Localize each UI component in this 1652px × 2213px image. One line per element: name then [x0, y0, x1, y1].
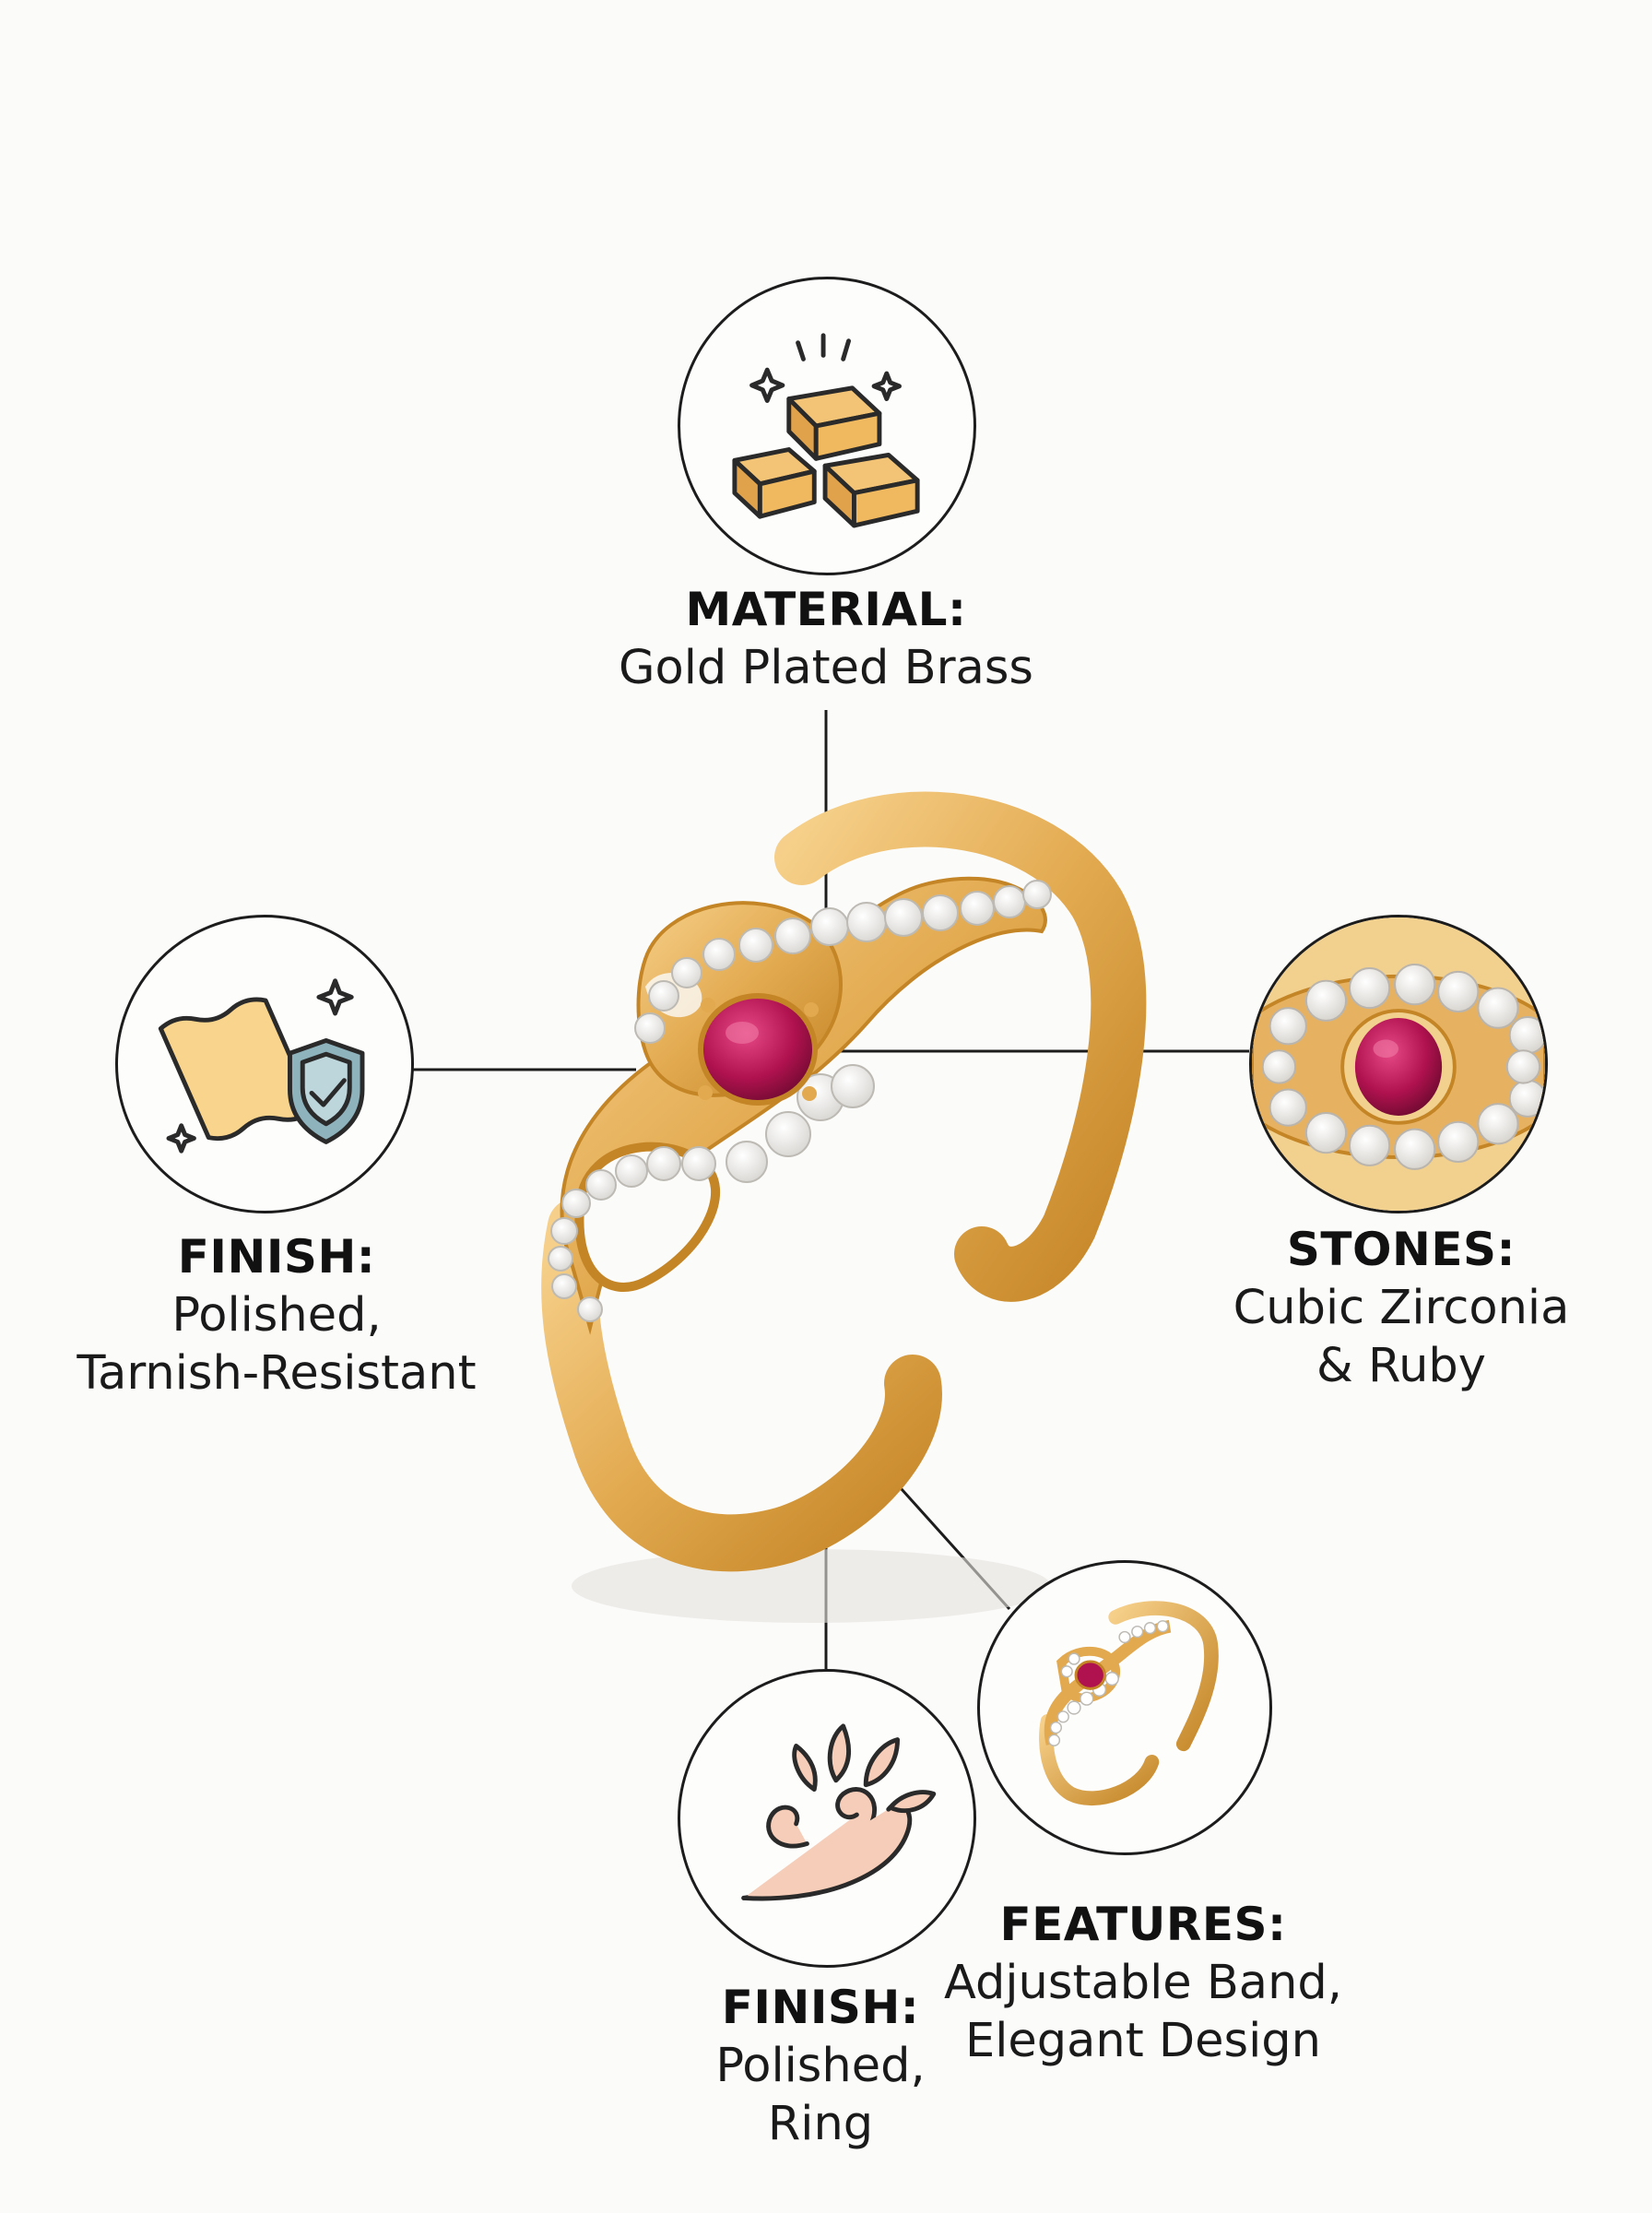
finish-left-line-2: Tarnish-Resistant	[77, 1346, 477, 1402]
features-icon-circle	[977, 1560, 1272, 1855]
polish-cloth-shield-icon	[158, 978, 365, 1154]
material-value: Gold Plated Brass	[619, 640, 1033, 695]
features-line-2: Elegant Design	[964, 2014, 1321, 2069]
material-heading: MATERIAL:	[685, 583, 967, 636]
finish-bottom-line-2: Ring	[767, 2097, 874, 2152]
finish-bottom-line-1: Polished,	[715, 2038, 926, 2093]
finish-left-label: FINISH: Polished, Tarnish-Resistant	[18, 1228, 535, 1403]
finish-bottom-heading: FINISH:	[721, 1981, 920, 2034]
finish-left-line-1: Polished,	[171, 1287, 382, 1343]
material-label: MATERIAL: Gold Plated Brass	[549, 581, 1103, 697]
ruby-stone-closeup-icon	[1252, 917, 1545, 1211]
stones-heading: STONES:	[1286, 1223, 1516, 1276]
stones-icon-circle	[1249, 915, 1548, 1213]
features-label: FEATURES: Adjustable Band, Elegant Desig…	[885, 1896, 1401, 2071]
stones-line-2: & Ruby	[1316, 1339, 1486, 1394]
features-line-1: Adjustable Band,	[944, 1955, 1342, 2010]
ring-thumbnail-icon	[1039, 1601, 1219, 1805]
gold-bars-icon	[732, 333, 920, 528]
finish-bottom-label: FINISH: Polished, Ring	[636, 1979, 1005, 2154]
finish-icon-circle	[115, 915, 414, 1213]
material-icon-circle	[678, 277, 976, 575]
stones-line-1: Cubic Zirconia	[1233, 1280, 1570, 1335]
finish-bottom-icon-circle	[678, 1669, 976, 1968]
finish-left-heading: FINISH:	[177, 1230, 376, 1284]
stones-label: STONES: Cubic Zirconia & Ruby	[1143, 1221, 1652, 1396]
features-heading: FEATURES:	[999, 1898, 1287, 1951]
swirl-flourish-icon	[741, 1723, 937, 1901]
